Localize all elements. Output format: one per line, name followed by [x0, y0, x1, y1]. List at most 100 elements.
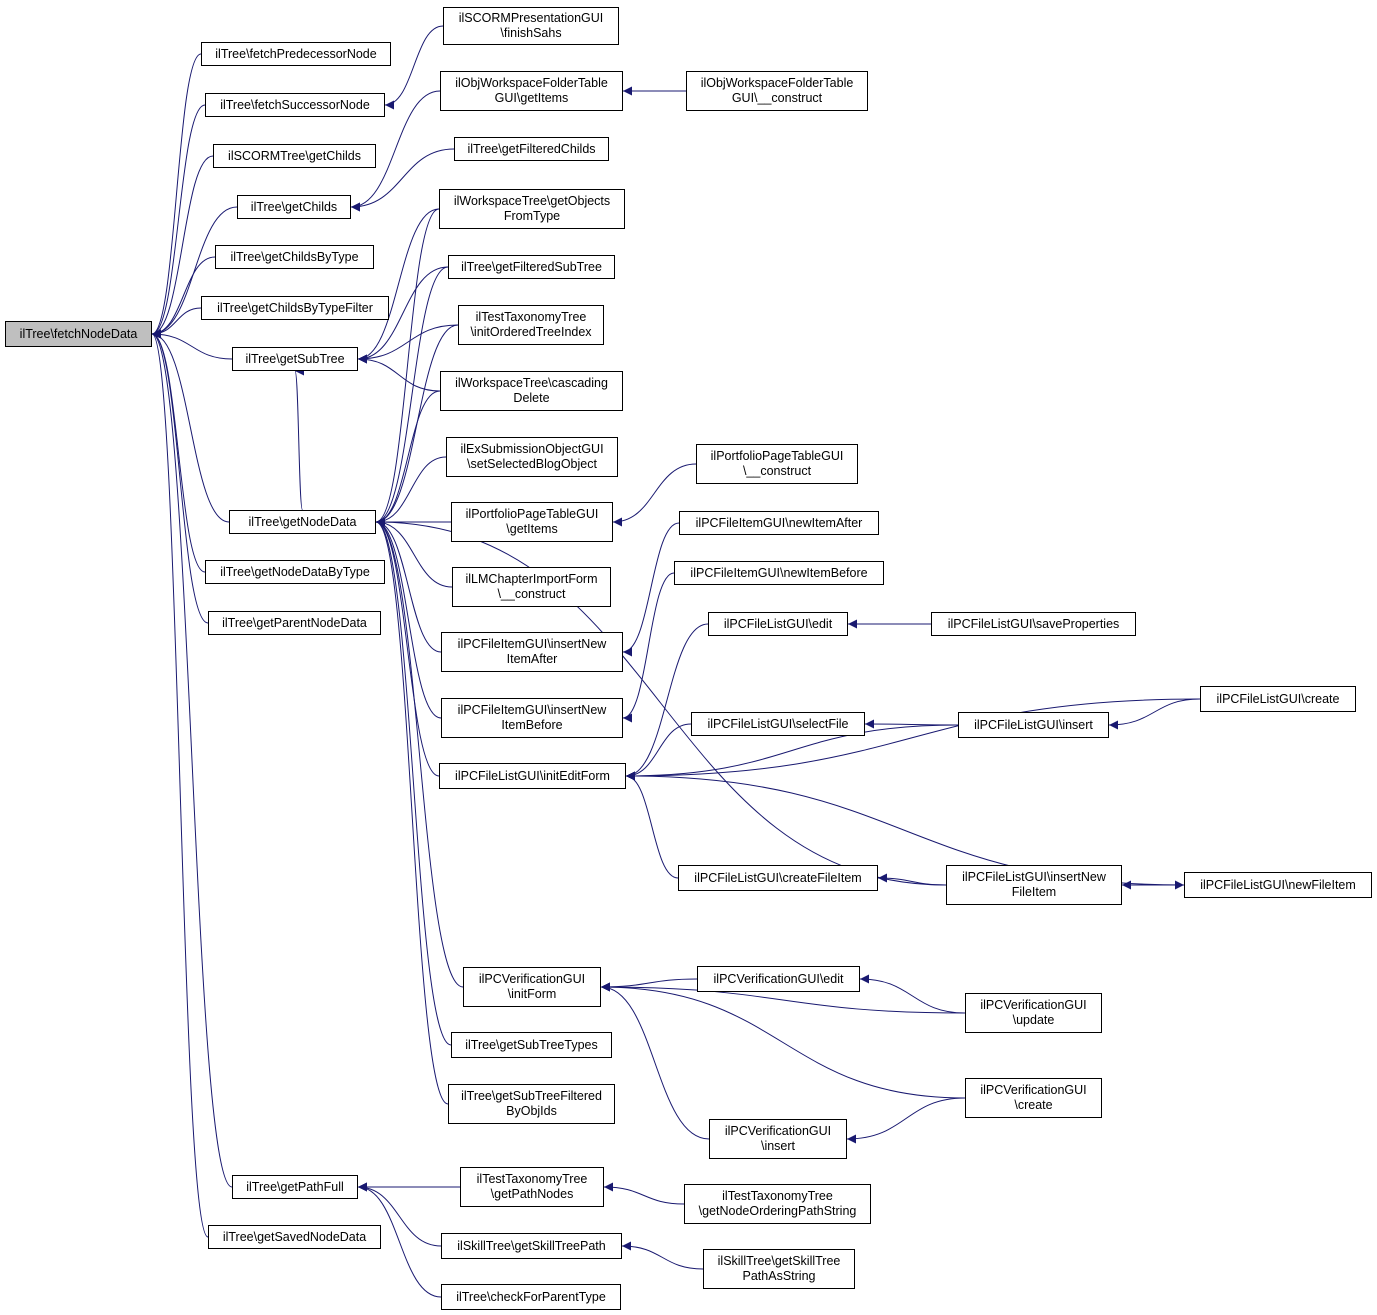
edge-n47-to-n11 [357, 1182, 442, 1247]
edge-n49-to-n11 [357, 1182, 442, 1298]
node-get-filtered-sub-tree[interactable]: ilTree\getFilteredSubTree [448, 255, 615, 279]
edge-n46-to-n45 [603, 1182, 685, 1205]
node-get-filtered-childs[interactable]: ilTree\getFilteredChilds [454, 137, 609, 161]
node-pc-file-list-new-file-item[interactable]: ilPCFileListGUI\newFileItem [1184, 872, 1372, 898]
edge-n5-to-n0 [151, 256, 216, 339]
node-get-childs-by-type[interactable]: ilTree\getChildsByType [215, 245, 374, 269]
edge-n32-to-n34 [625, 723, 692, 781]
edge-n41-to-n8 [375, 517, 452, 1046]
node-get-path-full[interactable]: ilTree\getPathFull [232, 1175, 358, 1199]
edge-n31-to-n34 [625, 698, 1201, 781]
edge-n27-to-n28 [622, 572, 675, 723]
node-pc-file-list-insert[interactable]: ilPCFileListGUI\insert [958, 712, 1109, 738]
node-pc-file-list-select-file[interactable]: ilPCFileListGUI\selectFile [691, 712, 865, 736]
edge-n20-to-n7 [357, 354, 441, 392]
node-test-taxonomy-get-path-nodes[interactable]: ilTestTaxonomyTree \getPathNodes [460, 1167, 604, 1207]
edge-n18-to-n7 [357, 266, 449, 364]
edge-n26-to-n25 [622, 522, 680, 657]
node-test-taxonomy-init-ordered-tree-index[interactable]: ilTestTaxonomyTree \initOrderedTreeIndex [458, 305, 604, 345]
edge-n3-to-n0 [151, 155, 214, 339]
edge-n8-to-n7 [294, 366, 305, 511]
edge-n21-to-n8 [375, 456, 447, 527]
edge-n20-to-n8 [375, 390, 441, 527]
node-pc-file-item-new-item-after[interactable]: ilPCFileItemGUI\newItemAfter [679, 511, 879, 535]
node-pc-file-item-insert-new-item-before[interactable]: ilPCFileItemGUI\insertNew ItemBefore [441, 698, 623, 738]
edge-n42-to-n38 [600, 982, 966, 1099]
edge-n11-to-n0 [151, 329, 233, 1188]
node-fetch-successor-node[interactable]: ilTree\fetchSuccessorNode [205, 93, 385, 117]
node-get-saved-node-data[interactable]: ilTree\getSavedNodeData [208, 1225, 381, 1249]
node-skill-tree-get-skill-tree-path[interactable]: ilSkillTree\getSkillTreePath [441, 1233, 622, 1259]
node-workspace-tree-cascading-delete[interactable]: ilWorkspaceTree\cascading Delete [440, 371, 623, 411]
node-workspace-folder-table-construct[interactable]: ilObjWorkspaceFolderTable GUI\__construc… [686, 71, 868, 111]
node-pc-verification-update[interactable]: ilPCVerificationGUI \update [965, 993, 1102, 1033]
edge-n31-to-n33 [1108, 698, 1201, 730]
node-pc-verification-edit[interactable]: ilPCVerificationGUI\edit [697, 966, 860, 992]
node-get-sub-tree-filtered-by-obj-ids[interactable]: ilTree\getSubTreeFiltered ByObjIds [448, 1084, 615, 1124]
node-pc-verification-insert[interactable]: ilPCVerificationGUI \insert [709, 1119, 847, 1159]
node-portfolio-page-table-get-items[interactable]: ilPortfolioPageTableGUI \getItems [451, 502, 613, 542]
edge-n28-to-n8 [375, 517, 442, 719]
edge-n40-to-n38 [600, 982, 966, 1014]
edge-n13-to-n2 [384, 25, 444, 110]
edge-n35-to-n34 [625, 771, 679, 879]
node-pc-verification-init-form[interactable]: ilPCVerificationGUI \initForm [463, 967, 601, 1007]
edge-n33-to-n32 [864, 719, 959, 729]
node-skill-tree-get-skill-tree-path-as-string[interactable]: ilSkillTree\getSkillTree PathAsString [703, 1249, 855, 1289]
edge-n23-to-n22 [612, 463, 697, 527]
edge-n24-to-n8 [375, 517, 453, 588]
edge-n9-to-n0 [151, 329, 206, 573]
edge-n34-to-n8 [375, 517, 440, 777]
edge-n17-to-n7 [357, 208, 440, 364]
node-get-node-data-by-type[interactable]: ilTree\getNodeDataByType [205, 560, 385, 584]
node-ex-submission-set-selected-blog-object[interactable]: ilExSubmissionObjectGUI \setSelectedBlog… [446, 437, 618, 477]
node-get-node-data[interactable]: ilTree\getNodeData [229, 510, 376, 534]
node-test-taxonomy-get-node-ordering-path-string[interactable]: ilTestTaxonomyTree \getNodeOrderingPathS… [684, 1184, 871, 1224]
node-pc-file-item-new-item-before[interactable]: ilPCFileItemGUI\newItemBefore [674, 561, 884, 585]
edge-n33-to-n34 [625, 724, 959, 781]
edge-n36-to-n35 [877, 873, 947, 886]
node-pc-file-list-create[interactable]: ilPCFileListGUI\create [1200, 686, 1356, 712]
edge-n39-to-n38 [600, 978, 698, 992]
node-get-childs-by-type-filter[interactable]: ilTree\getChildsByTypeFilter [201, 296, 389, 320]
edge-n48-to-n47 [621, 1241, 704, 1270]
node-pc-file-list-edit[interactable]: ilPCFileListGUI\edit [708, 612, 848, 636]
node-get-parent-node-data[interactable]: ilTree\getParentNodeData [208, 611, 381, 635]
edge-n8-to-n0 [151, 329, 230, 523]
node-portfolio-page-table-construct[interactable]: ilPortfolioPageTableGUI \__construct [696, 444, 858, 484]
edge-n19-to-n7 [357, 324, 459, 364]
node-pc-file-list-save-properties[interactable]: ilPCFileListGUI\saveProperties [931, 612, 1136, 636]
node-pc-file-list-insert-new-file-item[interactable]: ilPCFileListGUI\insertNew FileItem [946, 865, 1122, 905]
edge-n12-to-n0 [151, 329, 209, 1238]
node-check-for-parent-type[interactable]: ilTree\checkForParentType [441, 1284, 621, 1310]
node-pc-file-list-init-edit-form[interactable]: ilPCFileListGUI\initEditForm [439, 763, 626, 789]
node-scorm-tree-get-childs[interactable]: ilSCORMTree\getChilds [213, 144, 376, 168]
node-pc-file-item-insert-new-item-after[interactable]: ilPCFileItemGUI\insertNew ItemAfter [441, 632, 623, 672]
edge-n10-to-n0 [151, 329, 209, 624]
node-scorm-presentation-finish-sahs[interactable]: ilSCORMPresentationGUI \finishSahs [443, 7, 619, 45]
edge-n29-to-n34 [625, 623, 709, 781]
edge-n18-to-n8 [375, 266, 449, 527]
edge-n17-to-n8 [375, 208, 440, 527]
node-get-sub-tree[interactable]: ilTree\getSubTree [232, 347, 358, 371]
edge-n38-to-n8 [375, 517, 464, 988]
node-il-tree-fetch-node-data[interactable]: ilTree\fetchNodeData [5, 321, 152, 347]
node-workspace-folder-table-get-items[interactable]: ilObjWorkspaceFolderTable GUI\getItems [440, 71, 623, 111]
edge-n14-to-n4 [350, 90, 441, 212]
edge-n2-to-n0 [151, 104, 206, 339]
node-workspace-tree-get-objects-from-type[interactable]: ilWorkspaceTree\getObjects FromType [439, 189, 625, 229]
node-get-sub-tree-types[interactable]: ilTree\getSubTreeTypes [451, 1032, 612, 1058]
edge-n7-to-n0 [151, 329, 233, 360]
edge-n25-to-n8 [375, 517, 442, 653]
edge-n40-to-n39 [859, 974, 966, 1014]
node-pc-verification-create[interactable]: ilPCVerificationGUI \create [965, 1078, 1102, 1118]
node-get-childs[interactable]: ilTree\getChilds [237, 195, 351, 219]
edge-n44-to-n38 [600, 982, 710, 1140]
node-lm-chapter-import-form-construct[interactable]: ilLMChapterImportForm \__construct [452, 567, 611, 607]
edge-n42-to-n44 [846, 1097, 966, 1144]
edge-n36-to-n8 [375, 517, 947, 886]
node-fetch-predecessor-node[interactable]: ilTree\fetchPredecessorNode [201, 42, 391, 66]
node-pc-file-list-create-file-item[interactable]: ilPCFileListGUI\createFileItem [678, 865, 878, 891]
